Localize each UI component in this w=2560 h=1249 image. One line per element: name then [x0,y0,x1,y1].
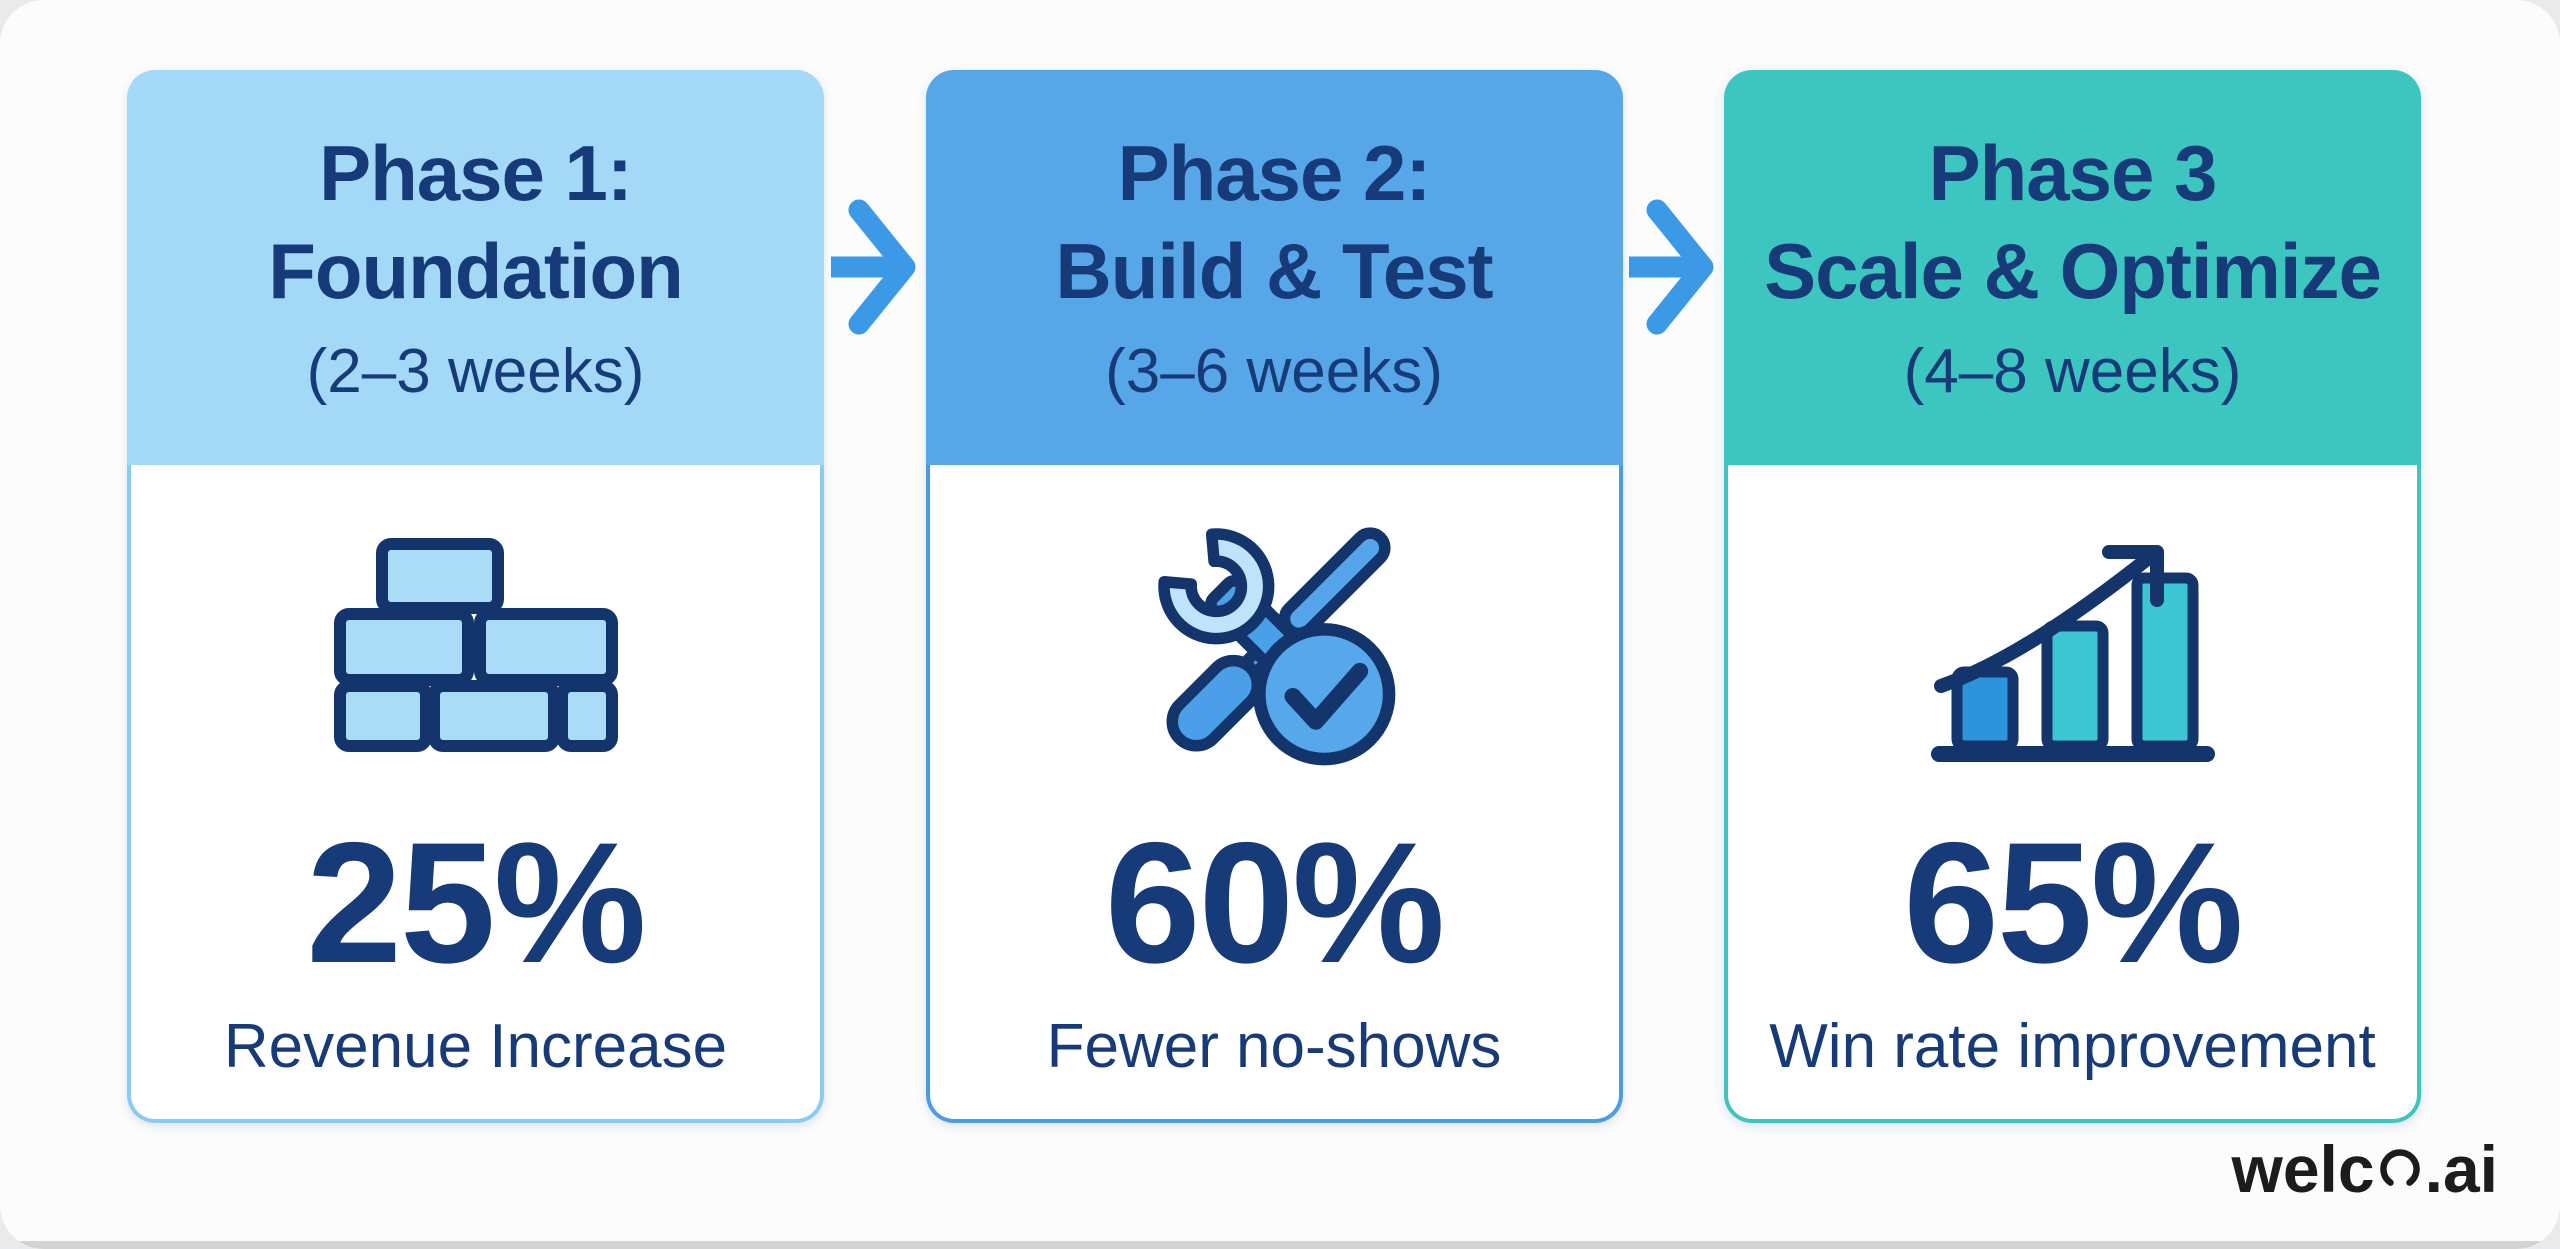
right-arrow-icon [1629,199,1714,335]
phase-1-body: 25% Revenue Increase [127,465,824,1123]
bottom-edge-strip [0,1241,2560,1249]
phase-2-title-line2: Build & Test [1055,227,1493,315]
phase-3-body: 65% Win rate improvement [1724,465,2421,1123]
tools-check-icon [1158,527,1396,766]
phase-1-duration: (2–3 weeks) [306,337,645,407]
phase-3-icon-box [1923,479,2223,809]
phase-3-header: Phase 3 Scale & Optimize (4–8 weeks) [1724,70,2421,465]
logo-text-suffix: .ai [2424,1132,2498,1206]
phase-cards-row: Phase 1: Foundation (2–3 weeks) 2 [127,70,2421,1123]
phase-2-body: 60% Fewer no-shows [925,465,1623,1123]
phase-1-metric-value: 25% [306,807,646,999]
phase-2-duration: (3–6 weeks) [1105,337,1443,407]
phase-1-title: Phase 1: Foundation [268,124,684,321]
right-arrow-icon [830,199,916,335]
growth-chart-icon [1930,545,2215,762]
logo-open-o-icon [2379,1149,2420,1186]
phase-2-metric-label: Fewer no-shows [1046,1012,1502,1081]
phase-1-metric-label: Revenue Increase [223,1012,728,1081]
phase-3-title-line1: Phase 3 [1928,128,2218,217]
phase-2-icon-box [1138,479,1410,809]
bricks-icon [333,538,618,752]
phase-1-title-line1: Phase 1: [319,128,633,217]
phase-2-header: Phase 2: Build & Test (3–6 weeks) [925,70,1623,465]
phase-1-icon-box [326,479,626,809]
phase-1-header: Phase 1: Foundation (2–3 weeks) [127,70,824,465]
phase-3-metric-value: 65% [1903,807,2243,999]
phase-2-card: Phase 2: Build & Test (3–6 weeks) [925,70,1623,1123]
phase-3-title-line2: Scale & Optimize [1764,227,2382,315]
phase-2-title-line1: Phase 2: [1117,128,1432,217]
phase-3-duration: (4–8 weeks) [1903,337,2242,407]
phase-3-metric-label: Win rate improvement [1769,1012,2376,1081]
phase-2-title: Phase 2: Build & Test [1055,124,1493,321]
phase-2-metric-value: 60% [1104,807,1445,999]
phase-1-card: Phase 1: Foundation (2–3 weeks) 2 [127,70,824,1123]
logo-text-prefix: welc [2231,1132,2375,1206]
welco-ai-logo: welc .ai [2232,1131,2498,1207]
phase-1-title-line2: Foundation [268,227,684,315]
phase-3-title: Phase 3 Scale & Optimize [1764,124,2382,321]
phase-3-card: Phase 3 Scale & Optimize (4–8 weeks) [1724,70,2421,1123]
